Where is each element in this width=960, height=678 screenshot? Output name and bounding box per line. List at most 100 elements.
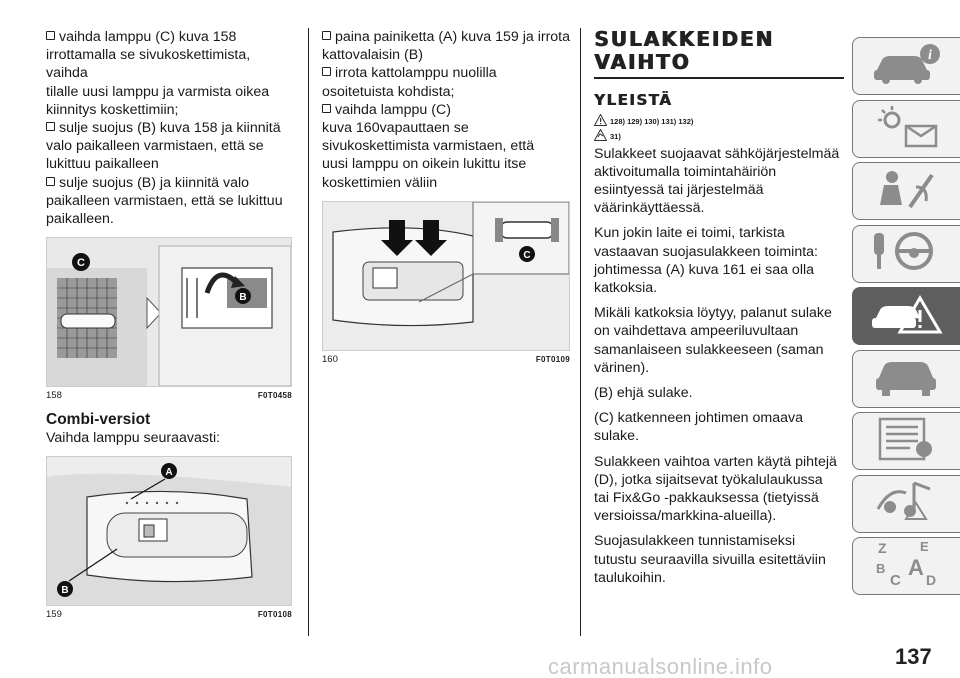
chapter-tab-emergency-car[interactable] <box>852 287 960 345</box>
body-paragraph: Sulakkeen vaihtoa varten käytä pihtejä(D… <box>594 453 844 526</box>
chapter-title-line1: SULAKKEIDEN <box>594 27 774 51</box>
svg-text:B: B <box>876 561 885 576</box>
text-line: Suojasulakkeen tunnistamiseksi <box>594 533 796 550</box>
text-line: kiinnitys koskettimiin; <box>46 101 292 119</box>
figure-159-caption: 159 F0T0108 <box>46 609 292 620</box>
warning-ref-numbers: 31) <box>610 131 621 141</box>
text-line: Kun jokin laite ei toimi, tarkista <box>594 225 785 242</box>
warning-triangle-icon <box>594 113 607 126</box>
text-line: paikalleen. <box>46 210 292 228</box>
seat-airbag-icon <box>870 167 944 216</box>
emergency-car-icon <box>870 292 944 341</box>
warning-refs-2: 31) <box>594 128 844 141</box>
line-text: kiinnitys koskettimiin; <box>46 101 179 118</box>
text-line: Mikäli katkoksia löytyy, palanut sulake <box>594 305 832 322</box>
dashboard-lights-icon <box>870 104 944 153</box>
line-text: kattovalaisin (B) <box>322 47 423 64</box>
figure-159: A B 159 F0T0108 <box>46 456 292 620</box>
line-text: paina painiketta (A) kuva 159 ja irrota <box>335 29 571 45</box>
text-line: sulake. <box>594 428 639 445</box>
page-number: 137 <box>895 644 932 669</box>
text-line: johtimessa (A) kuva 161 ei saa olla <box>594 261 815 278</box>
text-line: versioissa/markkina-alueilla). <box>594 508 777 525</box>
figure-number: 158 <box>46 390 62 402</box>
text-line: on vaihdettava ampeeriluvultaan <box>594 323 799 340</box>
checkbox-bullet-icon <box>46 122 55 132</box>
line-text: paikalleen. <box>46 211 114 228</box>
text-line: tilalle uusi lamppu ja varmista oikea <box>46 83 292 101</box>
text-line: samanlaiseen sulakkeeseen (saman <box>594 341 824 358</box>
line-text: uusi lamppu on oikein lukittu itse <box>322 156 527 173</box>
figure-label-b: B <box>61 585 68 596</box>
column-divider <box>580 28 581 636</box>
text-line: väärinkäyttäessä. <box>594 200 705 217</box>
line-text: irrota kattolamppu nuolilla <box>335 65 497 82</box>
line-text: vaihda lamppu (C) kuva 158 <box>59 29 237 45</box>
warning-ref-numbers: 128) 129) 130) 131) 132) <box>610 116 694 126</box>
lamp-removal-illustration: C <box>323 201 570 350</box>
line-text: kuva 160vapauttaen se <box>322 120 469 137</box>
text-line: kuva 160vapauttaen se <box>322 119 570 137</box>
text-line: tai Fix&Go -pakkauksessa (tietyissä <box>594 489 819 506</box>
bullet-item-line: sulje suojus (B) ja kiinnitä valo <box>46 174 292 192</box>
text-line: tutustu seuraavilla sivuilla esitettävii… <box>594 551 826 568</box>
svg-text:Z: Z <box>878 540 887 556</box>
section-subtitle: YLEISTÄ <box>594 90 673 109</box>
key-steering-icon <box>870 229 944 278</box>
checkbox-bullet-icon <box>46 31 55 40</box>
text-line: lukittuu paikalleen <box>46 155 292 173</box>
figure-code: F0T0108 <box>257 610 292 620</box>
text-line: esiintyessä tai järjestelmää <box>594 181 764 198</box>
svg-text:i: i <box>928 48 932 63</box>
section-heading-combi: Combi-versiot <box>46 411 151 429</box>
bullet-item-line: irrota kattolamppu nuolilla <box>322 64 570 82</box>
chapter-tab-key-steering[interactable] <box>852 224 960 283</box>
specifications-list-icon <box>870 417 944 466</box>
text-line: kattovalaisin (B) <box>322 46 570 64</box>
figure-code: F0T0458 <box>257 391 292 401</box>
figure-label-b: B <box>239 292 246 303</box>
watermark-text: carmanualsonline.info <box>548 654 773 678</box>
svg-text:A: A <box>908 555 924 580</box>
column-2: paina painiketta (A) kuva 159 ja irrota k… <box>322 28 570 365</box>
line-text: valo paikalleen varmistaen, että se <box>46 138 264 155</box>
checkbox-bullet-icon <box>322 103 331 113</box>
bullet-item-line: vaihda lamppu (C) kuva 158 <box>46 28 292 46</box>
bullet-item-line: paina painiketta (A) kuva 159 ja irrota <box>322 28 570 46</box>
chapter-title-line2: VAIHTO <box>594 50 691 74</box>
text-line: Sulakkeen vaihtoa varten käytä pihtejä <box>594 453 837 470</box>
column-divider <box>308 28 309 636</box>
bullet-item-line: vaihda lamppu (C) <box>322 101 570 119</box>
figure-number: 159 <box>46 609 62 621</box>
line-text: sulje suojus (B) kuva 158 ja kiinnitä <box>59 120 281 137</box>
svg-text:D: D <box>926 572 936 588</box>
text-line: irrottamalla se sivukoskettimista, vaihd… <box>46 46 292 82</box>
chapter-tab-car-info[interactable]: i <box>852 37 960 95</box>
chapter-tab-car-service[interactable] <box>852 349 960 408</box>
chapter-tab-seat-airbag[interactable] <box>852 162 960 220</box>
svg-text:C: C <box>890 572 901 589</box>
text-line: (D), jotka sijaitsevat työkalulaukussa <box>594 471 823 488</box>
col2-text-block: paina painiketta (A) kuva 159 ja irrota k… <box>322 28 570 192</box>
chapter-tab-specifications-list[interactable] <box>852 412 960 470</box>
figure-158-caption: 158 F0T0458 <box>46 390 292 401</box>
figure-160: C 160 F0T0109 <box>322 200 570 365</box>
text-line: paikalleen varmistaen, että se lukittuu <box>46 192 292 210</box>
figure-158-image: C B <box>46 237 292 388</box>
chapter-tab-dashboard-lights[interactable] <box>852 99 960 158</box>
figure-158: C B 158 F0T0458 <box>46 237 292 401</box>
chapter-tab-multimedia[interactable] <box>852 474 960 533</box>
line-text: sulje suojus (B) ja kiinnitä valo <box>59 174 250 191</box>
line-text: paikalleen varmistaen, että se lukittuu <box>46 192 283 209</box>
line-text: sivukoskettimista varmistaen, että <box>322 138 535 155</box>
text-line: uusi lamppu on oikein lukittu itse <box>322 155 570 173</box>
